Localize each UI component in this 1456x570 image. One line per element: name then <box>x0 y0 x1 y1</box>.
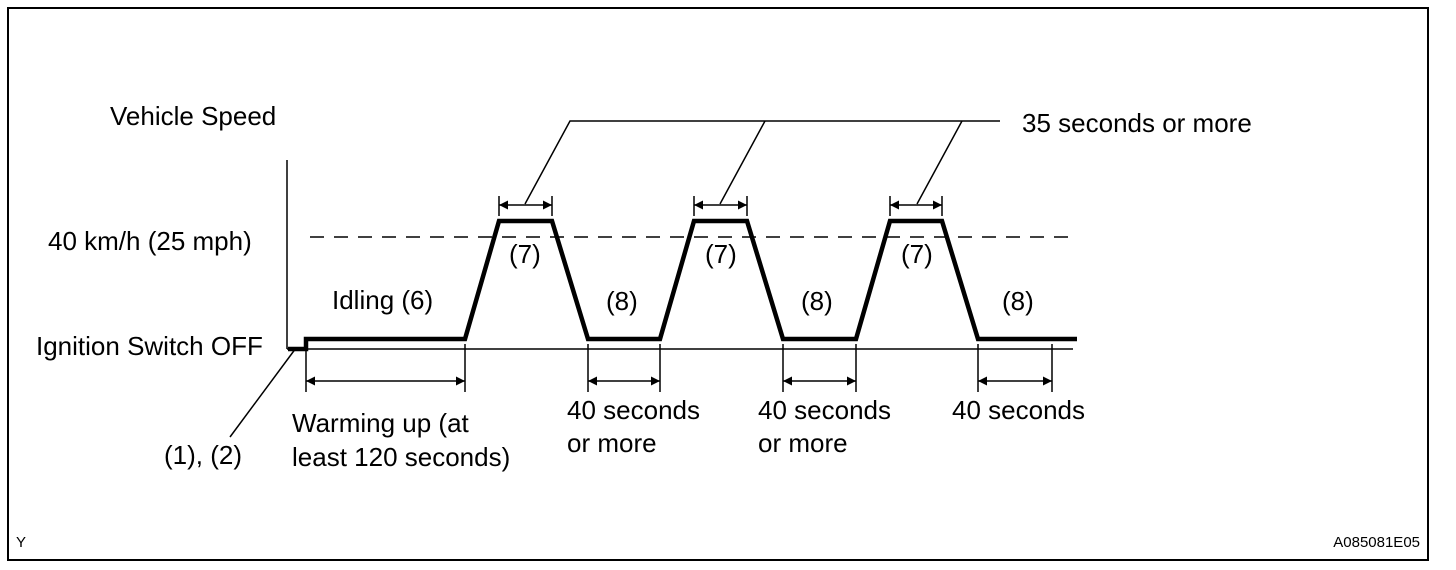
seconds-40-label-2-line2: or more <box>758 428 848 458</box>
dimension-valley-1 <box>587 344 661 392</box>
figure-id: A085081E05 <box>1333 534 1420 551</box>
dimension-valley-3 <box>977 344 1053 392</box>
step-8-label-2: (8) <box>801 286 833 316</box>
dimension-valley-2 <box>782 344 857 392</box>
leader-35-seconds-3 <box>916 120 963 205</box>
seconds-40-label-1-line2: or more <box>567 428 657 458</box>
seconds-35-label: 35 seconds or more <box>1022 108 1252 138</box>
step-8-label-3: (8) <box>1002 286 1034 316</box>
speed-profile-line <box>288 218 1077 352</box>
vehicle-speed-label: Vehicle Speed <box>110 101 276 131</box>
leader-35-seconds <box>524 120 1000 205</box>
step-7-label-1: (7) <box>509 239 541 269</box>
dimension-peak-3 <box>889 196 943 216</box>
leader-35-seconds-2 <box>719 120 766 205</box>
speed-level-label: 40 km/h (25 mph) <box>48 226 252 256</box>
step-8-label-1: (8) <box>606 286 638 316</box>
warming-up-label-line1: Warming up (at <box>292 408 470 438</box>
dimension-peak-2 <box>693 196 748 216</box>
ignition-off-label: Ignition Switch OFF <box>36 331 263 361</box>
leader-steps-1-2 <box>229 347 297 438</box>
figure-border <box>7 7 1429 561</box>
step-7-label-3: (7) <box>901 239 933 269</box>
seconds-40-label-2-line1: 40 seconds <box>758 395 891 425</box>
step-7-label-2: (7) <box>705 239 737 269</box>
idling-label: Idling (6) <box>332 285 433 315</box>
dimension-warming-up <box>305 344 466 392</box>
seconds-40-label-3: 40 seconds <box>952 395 1085 425</box>
warming-up-label-line2: least 120 seconds) <box>292 442 510 472</box>
steps-1-2-label: (1), (2) <box>164 440 242 470</box>
corner-code: Y <box>16 534 26 551</box>
seconds-40-label-1-line1: 40 seconds <box>567 395 700 425</box>
dimension-peak-1 <box>498 196 553 216</box>
